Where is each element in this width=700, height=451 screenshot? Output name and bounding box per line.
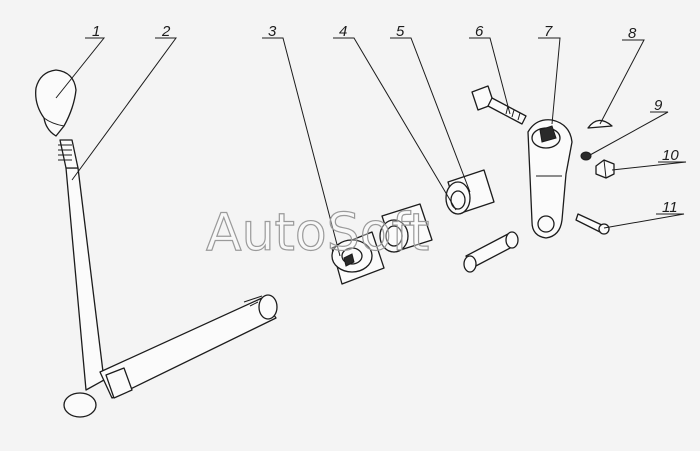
pin-part xyxy=(463,231,519,273)
woodruff-key-part xyxy=(587,119,613,129)
callout-3: 3 xyxy=(268,23,277,40)
watermark-text: AutoSoft xyxy=(206,203,429,263)
washer-part xyxy=(580,151,592,161)
callout-4: 4 xyxy=(339,23,347,40)
sleeve-part xyxy=(445,169,495,215)
callout-7: 7 xyxy=(544,23,553,40)
callout-9: 9 xyxy=(654,97,663,114)
bushing-part xyxy=(379,203,433,253)
bolt-part xyxy=(471,85,527,125)
lever-clamp-part xyxy=(527,119,573,239)
knob-part xyxy=(35,69,77,137)
callout-2: 2 xyxy=(161,23,171,40)
callout-10: 10 xyxy=(662,147,679,164)
callout-5: 5 xyxy=(396,23,405,40)
callout-8: 8 xyxy=(628,25,637,42)
gear-lever-part xyxy=(58,139,278,418)
cotter-pin-part xyxy=(575,213,610,235)
callout-11: 11 xyxy=(662,199,678,216)
callout-labels: 1 2 3 4 5 6 7 8 9 10 11 xyxy=(92,23,679,216)
nut-part xyxy=(595,159,615,179)
callout-6: 6 xyxy=(475,23,484,40)
leader-lines xyxy=(55,37,687,257)
split-bushing-part xyxy=(331,231,385,285)
callout-1: 1 xyxy=(92,23,100,40)
